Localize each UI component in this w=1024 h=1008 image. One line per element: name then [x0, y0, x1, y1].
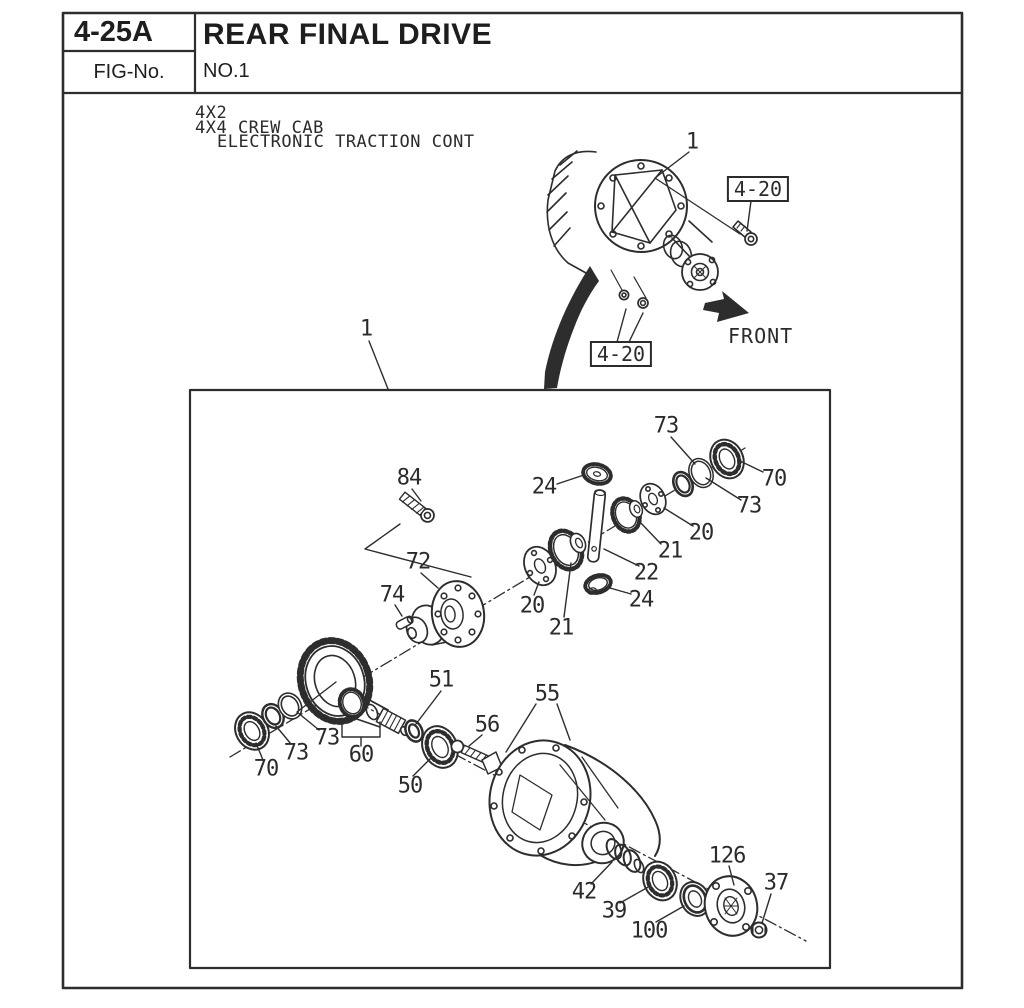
- callout-51[interactable]: 51: [428, 667, 454, 693]
- part-pin-74: [395, 615, 414, 630]
- variant-line: ELECTRONIC TRACTION CONT: [217, 132, 475, 152]
- callout-55[interactable]: 55: [534, 681, 560, 707]
- part-pinion-nut-37: [752, 923, 767, 938]
- callout-74[interactable]: 74: [379, 582, 405, 608]
- ref-box-4-20-bottom[interactable]: 4-20: [589, 341, 653, 367]
- callout-24-a[interactable]: 24: [531, 474, 557, 500]
- callout-60[interactable]: 60: [348, 742, 374, 768]
- part-bolt-84: [398, 491, 436, 525]
- part-ring-gear-and-pinion-60: [290, 632, 409, 737]
- part-pinion-gear-24-top: [581, 461, 613, 486]
- callout-1-assembly[interactable]: 1: [685, 129, 699, 155]
- part-cross-shaft-22: [587, 489, 605, 562]
- callout-24-b[interactable]: 24: [628, 587, 654, 613]
- callout-73-c[interactable]: 73: [314, 725, 340, 751]
- callout-39[interactable]: 39: [601, 898, 627, 924]
- callout-84[interactable]: 84: [396, 465, 422, 491]
- callout-56[interactable]: 56: [474, 712, 500, 738]
- callout-73-a[interactable]: 73: [653, 413, 679, 439]
- detail-box-frame: [190, 390, 830, 968]
- callout-100[interactable]: 100: [630, 918, 669, 944]
- front-arrow: [703, 291, 749, 322]
- callout-73-d[interactable]: 73: [283, 740, 309, 766]
- ref-box-4-20-top[interactable]: 4-20: [726, 176, 790, 202]
- callout-73-b[interactable]: 73: [736, 493, 762, 519]
- part-companion-flange-126: [698, 870, 764, 941]
- figure-code: 4-25A: [74, 15, 153, 48]
- detail-pointer-swoosh: [544, 266, 599, 389]
- callout-72[interactable]: 72: [405, 549, 431, 575]
- callout-70-a[interactable]: 70: [761, 466, 787, 492]
- figure-number: NO.1: [203, 60, 250, 82]
- part-pinion-gear-24-bottom: [583, 572, 613, 596]
- part-washer-73-left-inner: [258, 700, 288, 732]
- callout-22[interactable]: 22: [633, 560, 659, 586]
- front-direction-label: FRONT: [728, 324, 794, 348]
- callout-50[interactable]: 50: [397, 773, 423, 799]
- page-title: REAR FINAL DRIVE: [203, 18, 493, 51]
- callout-21-b[interactable]: 21: [657, 538, 683, 564]
- callout-126[interactable]: 126: [708, 843, 747, 869]
- part-washer-73-left-outer: [274, 689, 307, 723]
- part-carrier-housing-55: [477, 730, 659, 871]
- variant-line: 4X4 CREW CAB: [195, 117, 324, 138]
- callout-20-b[interactable]: 20: [688, 520, 714, 546]
- variant-line: 4X2: [195, 103, 228, 123]
- page-frame: [63, 13, 962, 988]
- fig-no-label: FIG-No.: [93, 60, 165, 83]
- part-differential-case-72: [403, 578, 488, 651]
- part-assembled-final-drive: [547, 151, 757, 308]
- part-side-gear-21-left: [544, 526, 589, 575]
- part-collapsible-spacer-42: [604, 837, 646, 875]
- callout-70-b[interactable]: 70: [253, 756, 279, 782]
- part-ring-51: [402, 718, 426, 745]
- leader-lines: [256, 152, 771, 923]
- part-pinion-gear-21-right: [608, 494, 645, 535]
- part-bearing-70-left: [228, 706, 275, 756]
- part-bearing-70-right: [704, 434, 750, 484]
- part-ring-73-right-outer: [684, 455, 718, 492]
- part-oring-73-right-inner: [670, 469, 697, 499]
- callout-20-a[interactable]: 20: [519, 593, 545, 619]
- part-thrust-washer-20-right: [635, 479, 670, 518]
- callout-42[interactable]: 42: [571, 879, 597, 905]
- variant-note: 4X2 4X4 CREW CAB ELECTRONIC TRACTION CON…: [195, 103, 475, 152]
- callout-37[interactable]: 37: [763, 870, 789, 896]
- callout-21-a[interactable]: 21: [548, 615, 574, 641]
- part-bearing-39: [637, 856, 683, 906]
- callout-1-detail[interactable]: 1: [359, 316, 373, 342]
- part-oil-seal-100: [675, 877, 715, 921]
